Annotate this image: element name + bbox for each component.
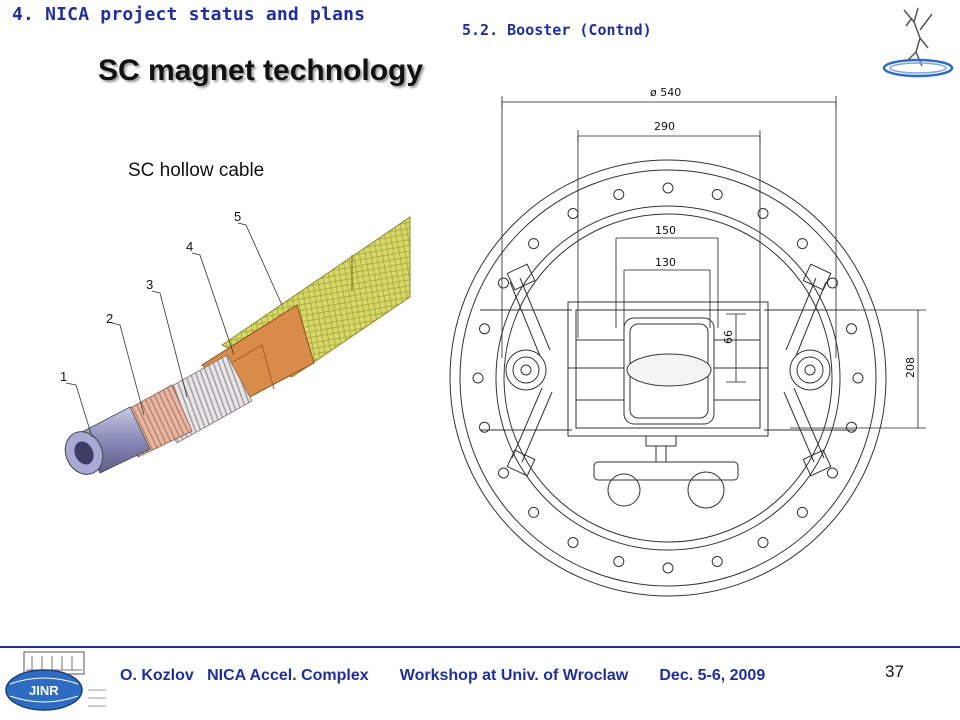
bolt-hole [827, 277, 838, 289]
outer-flange [449, 159, 887, 597]
bolt-hole [662, 182, 674, 194]
part-leader-lines [65, 222, 283, 438]
dimension-lines [501, 96, 926, 429]
dim-66: 66 [722, 330, 735, 344]
footer-date: Dec. 5-6, 2009 [659, 667, 766, 684]
bolt-hole [528, 506, 540, 518]
nica-emblem [882, 7, 954, 78]
jinr-logo: JINR [5, 651, 106, 711]
bottom-stand [593, 435, 739, 509]
footer-divider [0, 646, 960, 648]
magnet-yoke [567, 301, 769, 437]
bolt-hole [567, 208, 579, 219]
cable-hollow-tube [64, 406, 151, 475]
bolt-hole [711, 189, 723, 200]
bolt-hole [613, 189, 625, 200]
bolt-hole [528, 238, 540, 250]
bolt-hole [796, 506, 808, 518]
dim-290: 290 [654, 120, 675, 133]
bolt-hole [479, 421, 490, 433]
bolt-hole [711, 556, 723, 567]
sc-hollow-cable-illustration: 1 2 3 4 5 [60, 209, 411, 475]
bolt-hole [662, 562, 674, 574]
section-title: 4. NICA project status and plans [12, 4, 366, 25]
dim-130: 130 [655, 256, 676, 269]
footer-author: O. Kozlov [120, 667, 194, 684]
bolt-hole [498, 277, 509, 289]
slide-heading: SC magnet technology [98, 54, 424, 87]
side-supports [480, 263, 856, 477]
part-label-5: 5 [234, 209, 241, 224]
flange-bolt-holes [472, 182, 864, 574]
footer-project: NICA Accel. Complex [207, 667, 369, 684]
booster-cross-section-drawing: ø 540 290 150 130 66 208 [449, 86, 926, 597]
footer-text: O. Kozlov NICA Accel. Complex Workshop a… [120, 667, 765, 685]
bolt-hole [852, 372, 864, 384]
bolt-hole [613, 556, 625, 567]
page-number: 37 [885, 662, 904, 681]
part-label-4: 4 [186, 239, 193, 254]
dim-150: 150 [655, 224, 676, 237]
cable-caption: SC hollow cable [128, 160, 265, 181]
bolt-hole [472, 372, 484, 384]
ring-icon [882, 58, 954, 78]
bolt-hole [498, 467, 509, 479]
bolt-hole [846, 323, 857, 335]
dim-outer-diameter: ø 540 [650, 86, 681, 99]
bolt-hole [796, 238, 808, 250]
bolt-hole [567, 537, 579, 548]
bolt-hole [479, 323, 490, 335]
part-label-3: 3 [146, 277, 153, 292]
part-label-1: 1 [60, 369, 67, 384]
bolt-hole [827, 467, 838, 479]
footer-event: Workshop at Univ. of Wroclaw [399, 667, 629, 684]
dim-208: 208 [904, 357, 917, 378]
bolt-hole [757, 208, 769, 219]
logo-text: JINR [29, 683, 59, 698]
winged-figure-icon [903, 7, 933, 67]
bolt-hole [757, 537, 769, 548]
part-label-2: 2 [106, 311, 113, 326]
subsection-title: 5.2. Booster (Contnd) [462, 21, 652, 39]
bolt-hole [846, 421, 857, 433]
